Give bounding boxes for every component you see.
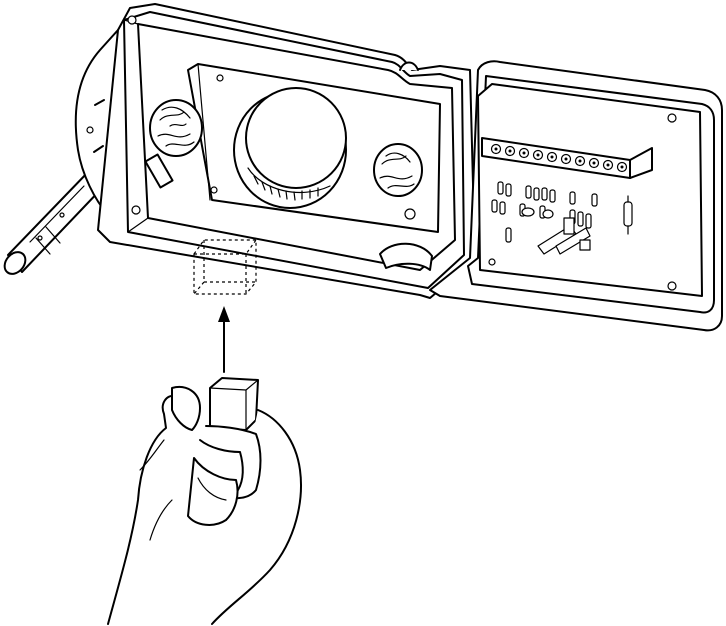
hand [107, 377, 302, 625]
duct-sampling-tube [3, 169, 105, 275]
test-module-outline [193, 239, 257, 295]
hinged-cover [429, 60, 723, 332]
circuit-board [491, 181, 633, 255]
terminal-block [481, 137, 653, 179]
sensor-chamber [144, 63, 441, 233]
installation-arrow [218, 306, 230, 373]
